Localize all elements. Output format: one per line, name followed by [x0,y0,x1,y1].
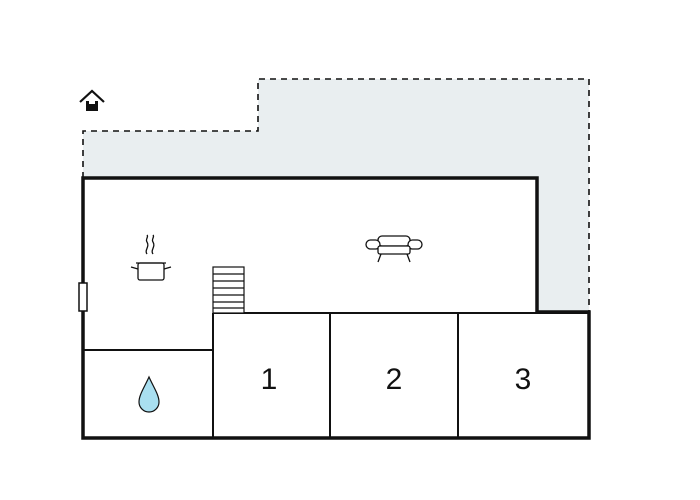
room-label-1: 1 [261,363,278,396]
interior-walls [83,312,589,438]
door-icon [78,282,88,312]
stairs-icon [212,266,245,314]
cooking-pot-icon [130,234,172,281]
room-label-3: 3 [515,363,532,396]
house-entrance-icon [79,89,105,111]
room-label-2: 2 [386,363,403,396]
terrace-outline [82,78,590,312]
terrace-area [83,79,589,312]
interior-floor [83,178,589,438]
water-drop-icon [138,375,160,413]
sofa-icon [365,235,423,263]
